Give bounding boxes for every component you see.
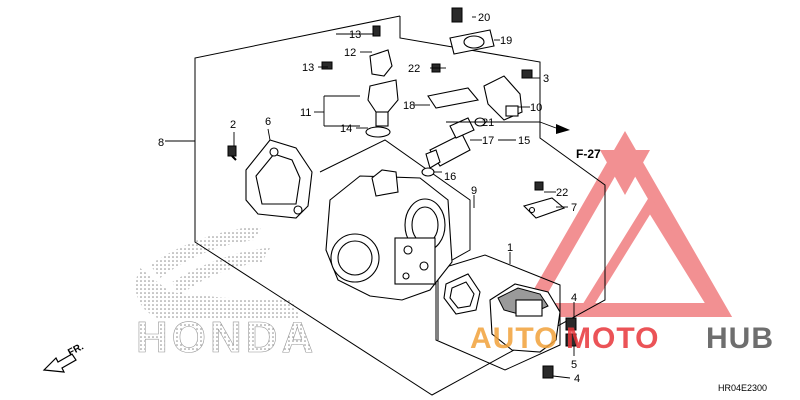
section-reference-label: F-27 bbox=[576, 147, 601, 161]
part-3-bolt bbox=[521, 69, 533, 79]
callout-15: 15 bbox=[518, 135, 530, 147]
callout-13-top: 13 bbox=[349, 29, 361, 41]
callout-9: 9 bbox=[471, 185, 477, 197]
part-16-o-ring bbox=[421, 167, 435, 177]
part-4-5-screws bbox=[542, 317, 577, 379]
callout-5: 5 bbox=[571, 359, 577, 371]
callout-12: 12 bbox=[344, 47, 356, 59]
throttle-body bbox=[325, 169, 453, 301]
leader-lines bbox=[165, 16, 575, 379]
part-14-o-ring bbox=[365, 126, 391, 138]
callout-1: 1 bbox=[507, 242, 513, 254]
sensor-unit bbox=[489, 283, 561, 353]
part-20-bolt bbox=[451, 7, 463, 23]
callout-22-top: 22 bbox=[408, 63, 420, 75]
part-6-cover bbox=[245, 139, 313, 219]
part-7-stay bbox=[522, 197, 566, 219]
watermark-moto: MOTO bbox=[566, 322, 659, 355]
callout-19: 19 bbox=[500, 35, 512, 47]
callout-4-lower: 4 bbox=[574, 373, 580, 385]
part-17-seal bbox=[449, 117, 475, 139]
callout-10: 10 bbox=[530, 102, 542, 114]
autmotohub-watermark-logo bbox=[517, 130, 733, 317]
callout-7: 7 bbox=[571, 202, 577, 214]
callout-14: 14 bbox=[340, 123, 352, 135]
honda-wordmark: HONDA bbox=[136, 313, 317, 362]
part-2-screw bbox=[227, 145, 237, 161]
diagram-code: HR04E2300 bbox=[718, 383, 767, 393]
honda-wing-logo: HONDA bbox=[135, 226, 317, 362]
part-19-clamp bbox=[449, 29, 495, 55]
sensor-unit-frame bbox=[435, 254, 561, 371]
watermark-auto: AUTO bbox=[470, 322, 558, 355]
watermark-hub: HUB bbox=[706, 322, 774, 355]
callout-8: 8 bbox=[158, 137, 164, 149]
part-18-bracket bbox=[427, 87, 480, 109]
part-10-regulator bbox=[483, 75, 523, 121]
front-direction-label: FR. bbox=[66, 341, 86, 358]
callout-11: 11 bbox=[300, 107, 311, 119]
callout-20: 20 bbox=[478, 12, 490, 24]
part-11-sensor bbox=[367, 79, 399, 127]
watermark-text: AUTO MOTO HUB bbox=[470, 322, 774, 355]
part-22b-bolt bbox=[534, 181, 544, 191]
callout-21: 21 bbox=[482, 117, 494, 129]
callout-22-right: 22 bbox=[556, 187, 568, 199]
part-13-screws bbox=[321, 25, 381, 70]
callout-16: 16 bbox=[444, 171, 456, 183]
callout-18: 18 bbox=[403, 100, 415, 112]
callout-numbers: 13 12 13 11 14 18 22 20 19 3 10 21 17 15… bbox=[158, 12, 580, 385]
callout-2: 2 bbox=[230, 119, 236, 131]
callout-6: 6 bbox=[265, 116, 271, 128]
part-1-gasket bbox=[443, 273, 481, 315]
callout-4-upper: 4 bbox=[571, 292, 577, 304]
part-15-injector bbox=[425, 133, 471, 169]
part-12-collar bbox=[369, 49, 393, 77]
callout-17: 17 bbox=[482, 135, 494, 147]
callout-3: 3 bbox=[543, 73, 549, 85]
front-direction-arrow: FR. bbox=[42, 341, 86, 373]
callout-13-left: 13 bbox=[302, 62, 314, 74]
